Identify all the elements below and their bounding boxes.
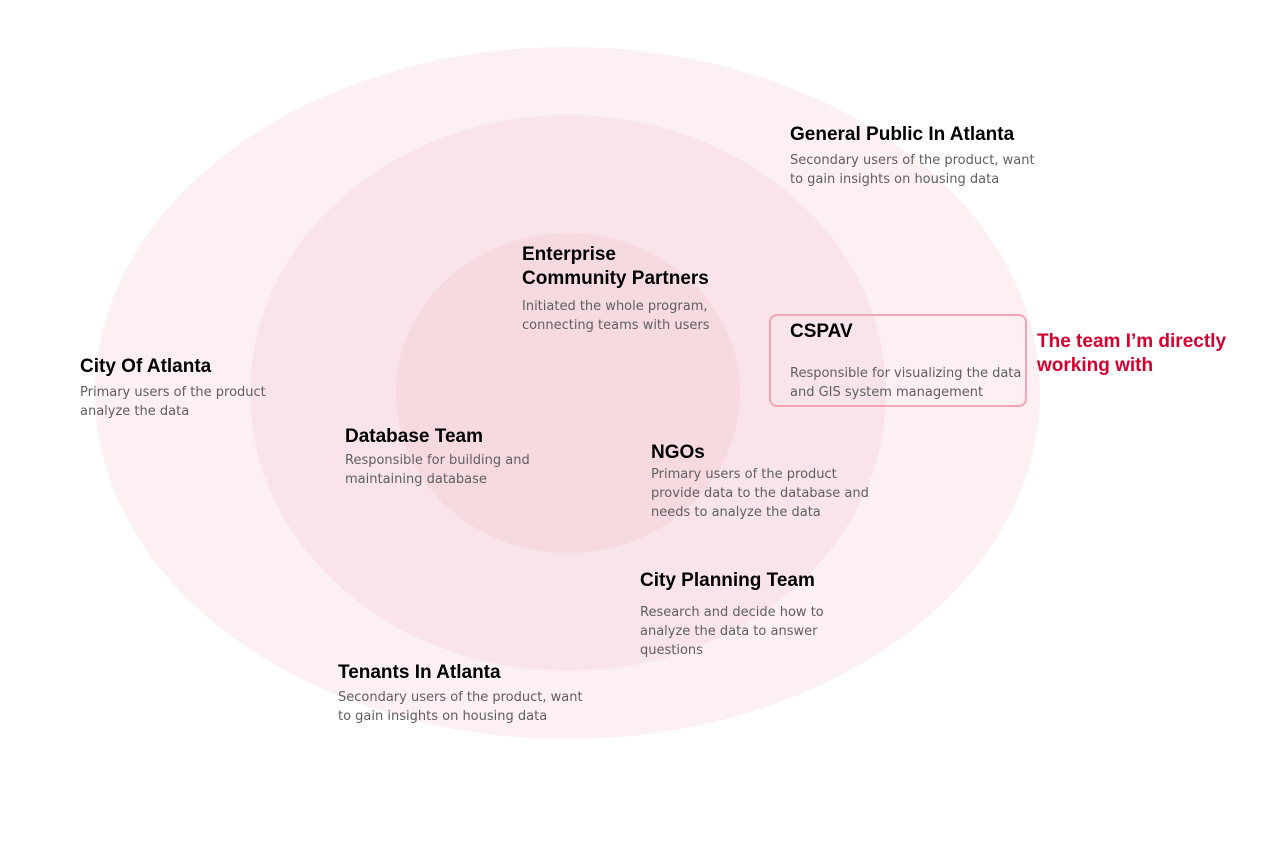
inner-ring — [396, 233, 740, 553]
cspav-highlight-box — [769, 314, 1027, 407]
stakeholder-title: Enterprise Community Partners — [522, 244, 709, 289]
stakeholder-title: City Planning Team — [640, 570, 815, 591]
stakeholder-title: Tenants In Atlanta — [338, 662, 501, 683]
stakeholder-description: Responsible for visualizing the data and… — [790, 366, 1022, 400]
stakeholder-description: Initiated the whole program, connecting … — [522, 299, 710, 333]
stakeholder-enterprise-community-partners: Enterprise Community Partners Initiated … — [522, 243, 742, 335]
stakeholder-title: General Public In Atlanta — [790, 124, 1015, 145]
stakeholder-title: CSPAV — [790, 321, 853, 342]
stakeholder-description: Responsible for building and maintaining… — [345, 453, 530, 487]
stakeholder-title: NGOs — [651, 442, 705, 463]
stakeholder-description: Research and decide how to analyze the d… — [640, 605, 824, 658]
stakeholder-city-of-atlanta: City Of Atlanta Primary users of the pro… — [80, 355, 280, 421]
stakeholder-description: Secondary users of the product, want to … — [790, 153, 1035, 187]
stakeholder-tenants-in-atlanta: Tenants In Atlanta Secondary users of th… — [338, 661, 598, 726]
stakeholder-description: Primary users of the product provide dat… — [651, 467, 869, 520]
stakeholder-description: Secondary users of the product, want to … — [338, 690, 583, 724]
stakeholder-cspav: CSPAV Responsible for visualizing the da… — [790, 320, 1025, 402]
stakeholder-title: Database Team — [345, 426, 483, 447]
callout-annotation: The team I’m directly working with — [1037, 331, 1227, 376]
stakeholder-general-public: General Public In Atlanta Secondary user… — [790, 123, 1050, 189]
stakeholder-database-team: Database Team Responsible for building a… — [345, 425, 555, 489]
stakeholder-description: Primary users of the product analyze the… — [80, 385, 266, 419]
stakeholder-title: City Of Atlanta — [80, 356, 212, 377]
stakeholder-ngos: NGOs Primary users of the product provid… — [651, 441, 881, 522]
stakeholder-city-planning-team: City Planning Team Research and decide h… — [640, 569, 860, 660]
